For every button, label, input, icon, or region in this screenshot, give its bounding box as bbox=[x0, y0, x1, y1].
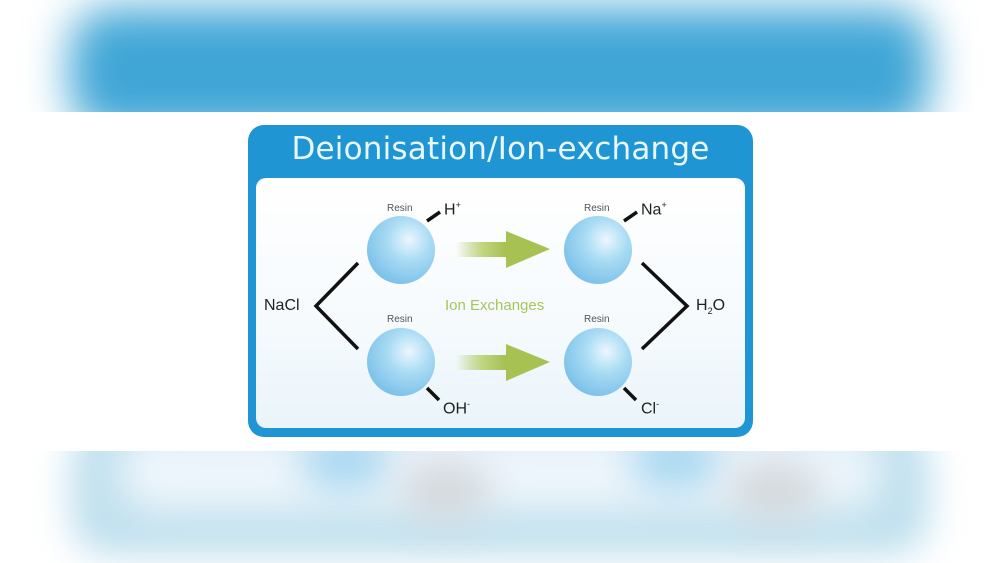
resin-sphere-top-left bbox=[367, 216, 435, 284]
resin-label-bottom-right: Resin bbox=[584, 314, 610, 325]
diagram-graphics bbox=[313, 210, 690, 402]
blurred-background-top bbox=[0, 0, 1000, 112]
h2o-bracket bbox=[640, 261, 690, 351]
bond-cl bbox=[622, 386, 638, 402]
nacl-bracket bbox=[313, 261, 360, 351]
resin-label-top-right: Resin bbox=[584, 203, 610, 214]
bond-na bbox=[623, 210, 638, 223]
resin-sphere-top-right bbox=[564, 216, 632, 284]
resin-label-top-left: Resin bbox=[387, 203, 413, 214]
ion-label-cl: Cl- bbox=[641, 399, 660, 418]
output-label-h2o: H2O bbox=[696, 297, 726, 317]
ion-exchanges-label: Ion Exchanges bbox=[445, 297, 545, 314]
diagram-panel: Resin Resin Resin Resin H+ OH- Na+ Cl- N… bbox=[256, 178, 745, 428]
ion-label-oh: OH- bbox=[443, 399, 470, 418]
exchange-arrow-top bbox=[456, 231, 550, 268]
diagram-title: Deionisation/Ion-exchange bbox=[291, 131, 710, 167]
resin-sphere-bottom-right bbox=[564, 328, 632, 396]
ion-label-h: H+ bbox=[444, 200, 461, 219]
ion-exchange-diagram-card: Deionisation/Ion-exchange bbox=[248, 125, 753, 437]
bond-h bbox=[426, 210, 441, 223]
ion-label-na: Na+ bbox=[641, 200, 667, 219]
exchange-arrow-bottom bbox=[456, 344, 550, 381]
resin-label-bottom-left: Resin bbox=[387, 314, 413, 325]
bond-oh bbox=[425, 386, 441, 402]
resin-sphere-bottom-left bbox=[367, 328, 435, 396]
blurred-background-bottom bbox=[0, 451, 1000, 563]
input-label-nacl: NaCl bbox=[264, 297, 300, 314]
